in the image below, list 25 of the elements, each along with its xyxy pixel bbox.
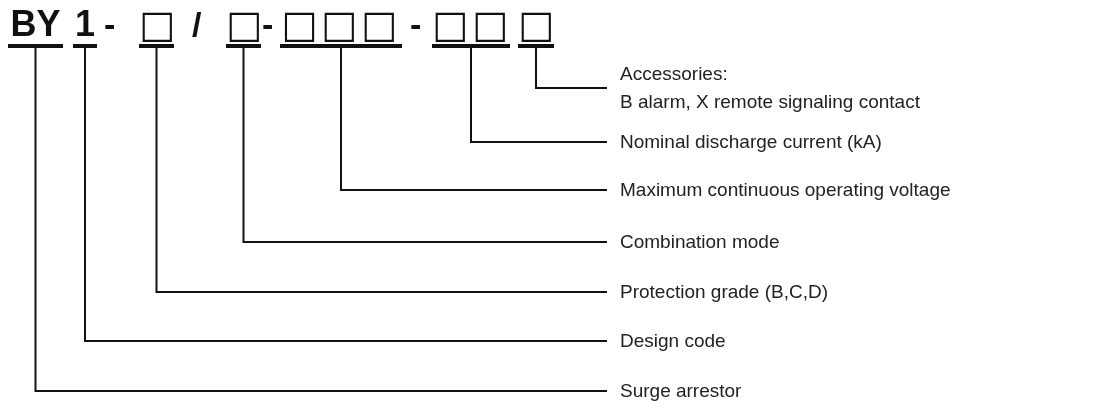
description-text: Combination mode (620, 230, 780, 254)
leader-line (84, 47, 608, 342)
separator: - (262, 4, 274, 44)
leader-line (340, 47, 608, 191)
code-text: 1 (75, 4, 95, 44)
blank-field: □□ (432, 4, 512, 44)
description-text: Maximum continuous operating voltage (620, 178, 951, 202)
blank-field: □ (139, 4, 179, 44)
blank-field: □□□ (281, 4, 401, 44)
leader-line (34, 47, 608, 392)
separator: - (410, 4, 422, 44)
separator: - (104, 4, 116, 44)
blank-field: □ (518, 4, 558, 44)
separator: / (192, 4, 202, 44)
description-text: Surge arrestor (620, 379, 742, 401)
code-text: BY (10, 4, 61, 44)
leader-line (155, 47, 608, 293)
description-text: Protection grade (B,C,D) (620, 280, 829, 304)
description-text: Design code (620, 329, 726, 353)
leader-line (242, 47, 608, 243)
description-text: Nominal discharge current (kA) (620, 130, 882, 154)
description-text: Accessories: (620, 62, 729, 86)
leader-line (470, 47, 608, 143)
leader-line (535, 47, 608, 89)
description-detail: B alarm, X remote signaling contact (620, 90, 920, 114)
